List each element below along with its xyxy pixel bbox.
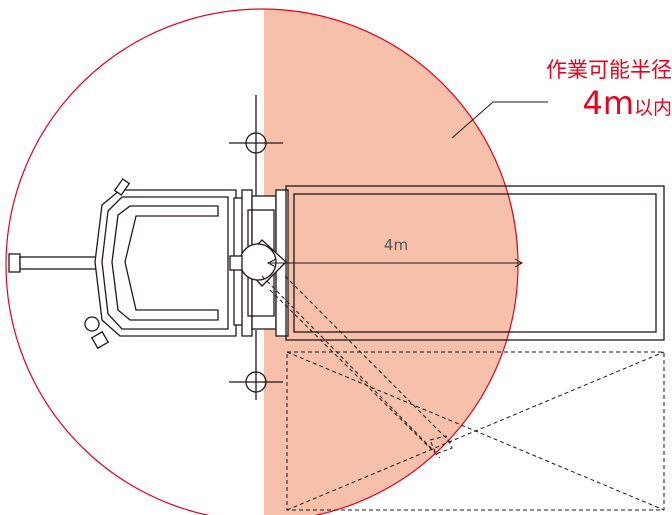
swung-boom-dashed: [261, 275, 453, 459]
annotation-leader-line: [451, 101, 548, 139]
dimension-arrow-4m: [266, 258, 524, 268]
outrigger-bottom: [229, 330, 283, 400]
swung-bed-dashed: [286, 351, 665, 511]
annotation-radius-number: 4m: [582, 84, 634, 122]
outrigger-top: [229, 95, 283, 196]
annotation-radius: 4m以内: [582, 84, 672, 122]
annotation-title: 作業可能半径: [546, 58, 672, 82]
dimension-label: 4m: [384, 236, 408, 254]
annotation-radius-suffix: 以内: [634, 97, 672, 119]
boom-head: [229, 239, 287, 287]
cab: [84, 178, 237, 350]
